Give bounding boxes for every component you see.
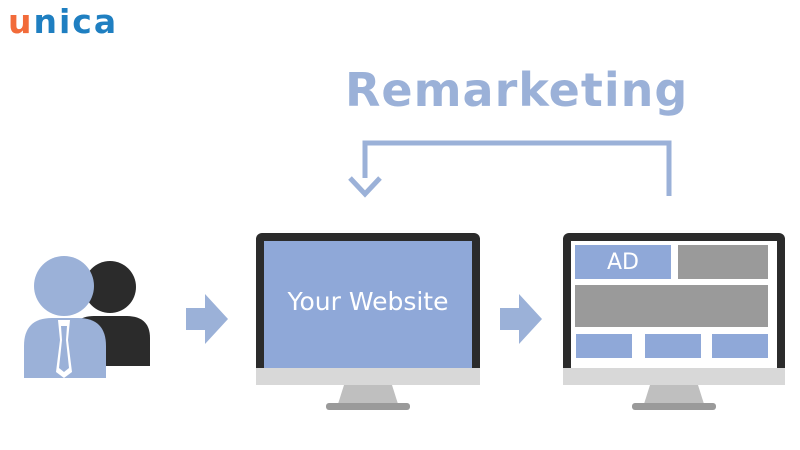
remarketing-title: Remarketing: [345, 63, 689, 117]
thumb-block-1: [576, 334, 632, 358]
arrow-right-icon-1: [186, 294, 228, 344]
logo-part-nica: nica: [33, 2, 119, 41]
website-screen: [264, 241, 472, 369]
ad-block: [575, 245, 671, 279]
ad-label: AD: [607, 250, 639, 275]
logo-part-u: u: [8, 2, 34, 41]
website-monitor: [256, 233, 480, 410]
users-icon: [24, 256, 150, 378]
arrow-right-icon-2: [500, 294, 542, 344]
ad-monitor: [563, 233, 785, 410]
thumb-block-2: [645, 334, 701, 358]
unica-logo: unica: [8, 2, 118, 42]
return-arrow-icon: [348, 140, 672, 198]
website-label: Your Website: [287, 287, 449, 316]
content-block-top: [678, 245, 768, 279]
thumb-block-3: [712, 334, 768, 358]
content-block-middle: [575, 285, 768, 327]
